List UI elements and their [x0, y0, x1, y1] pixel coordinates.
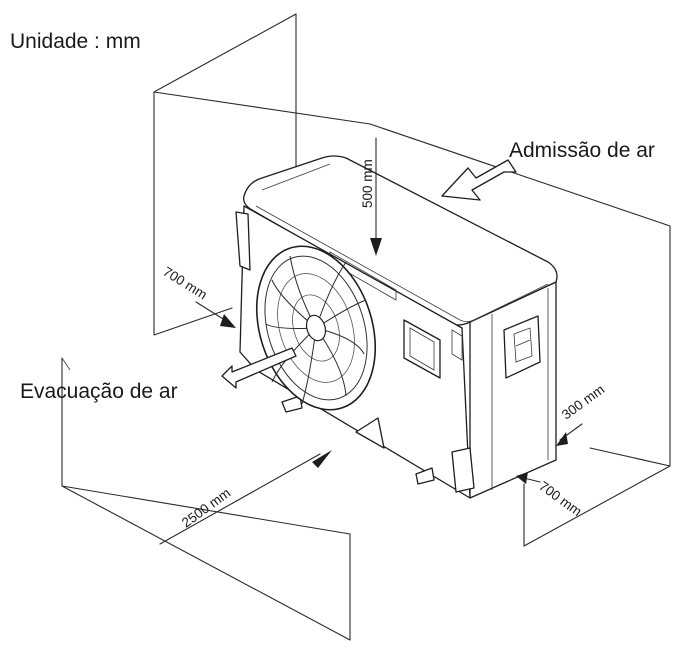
front-clearance-arrow [312, 450, 332, 468]
air-intake-label: Admissão de ar [509, 139, 655, 162]
air-intake-arrow [441, 159, 517, 201]
left-clearance-arrow [195, 301, 236, 328]
heat-pump-unit [235, 155, 558, 499]
back-clearance-plane [153, 91, 671, 547]
fan-guard [255, 245, 377, 411]
back-clearance-arrow [556, 423, 583, 446]
right-clearance-label: 700 mm [536, 478, 584, 519]
back-clearance-label: 300 mm [559, 382, 607, 423]
right-clearance-arrow [516, 472, 541, 484]
air-exhaust-label: Evacuação de ar [20, 380, 178, 403]
top-clearance-label: 500 mm [360, 159, 375, 208]
left-clearance-plane [153, 13, 297, 336]
top-clearance-arrow [370, 137, 382, 256]
unit-label: Unidade : mm [10, 30, 141, 53]
air-exhaust-arrow [221, 347, 297, 389]
left-clearance-label: 700 mm [160, 264, 209, 303]
front-clearance-plane [61, 357, 351, 641]
